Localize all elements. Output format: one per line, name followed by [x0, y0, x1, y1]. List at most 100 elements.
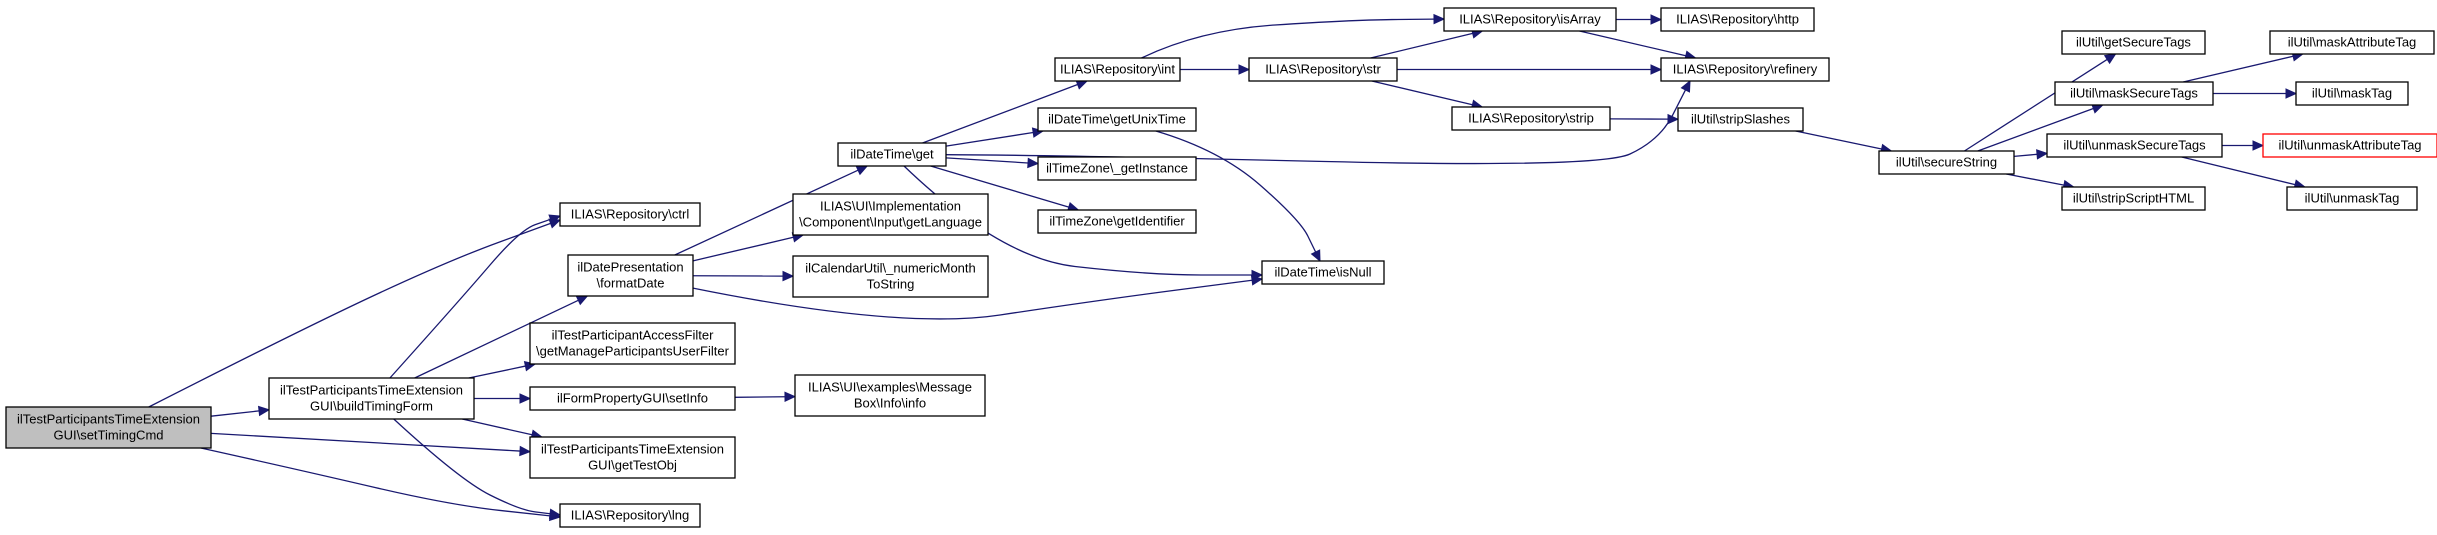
- node-repoCtrl[interactable]: ILIAS\Repository\ctrl: [559, 202, 701, 227]
- node-label: ILIAS\Repository\ctrl: [571, 207, 690, 222]
- edge-unmaskSecureTags-to-unmaskTag: [2181, 156, 2306, 190]
- edge-line: [1579, 30, 1686, 57]
- node-box: [529, 386, 736, 411]
- edge-buildTimingForm-to-accessFilter: [468, 361, 537, 379]
- edge-repoStrip-to-stripSlashes: [1609, 113, 1680, 125]
- node-unixTime[interactable]: ilDateTime\getUnixTime: [1037, 107, 1197, 132]
- node-repoStrip[interactable]: ILIAS\Repository\strip: [1451, 106, 1611, 131]
- arrowhead-icon: [1650, 64, 1663, 75]
- edge-line: [462, 418, 533, 436]
- node-label: ilTestParticipantsTimeExtension: [17, 412, 200, 427]
- edge-line: [148, 222, 551, 408]
- edge-maskSecureTags-to-maskAttributeTag: [2183, 51, 2305, 83]
- node-secureString[interactable]: ilUtil\secureString: [1878, 150, 2015, 175]
- edge-secureString-to-getSecureTags: [1964, 53, 2117, 152]
- node-repoIsArray[interactable]: ILIAS\Repository\isArray: [1443, 7, 1617, 32]
- node-repoLng[interactable]: ILIAS\Repository\lng: [559, 503, 701, 528]
- node-label: ilUtil\maskAttributeTag: [2288, 35, 2417, 50]
- edges-layer: [148, 13, 2306, 522]
- node-label: ilTestParticipantAccessFilter: [552, 328, 714, 343]
- node-formatDate[interactable]: ilDatePresentation\formatDate: [567, 254, 694, 297]
- node-box: [2269, 30, 2435, 55]
- arrowhead-icon: [1027, 157, 1040, 169]
- node-repoRefinery[interactable]: ILIAS\Repository\refinery: [1660, 57, 1830, 82]
- node-label: ilDateTime\isNull: [1274, 265, 1371, 280]
- edge-line: [393, 418, 551, 515]
- node-setInfo[interactable]: ilFormPropertyGUI\setInfo: [529, 386, 736, 411]
- node-maskTag[interactable]: ilUtil\maskTag: [2295, 81, 2409, 106]
- node-box: [1248, 57, 1398, 82]
- node-label: ilUtil\maskSecureTags: [2070, 86, 2198, 101]
- node-isNull[interactable]: ilDateTime\isNull: [1261, 260, 1385, 285]
- node-label: ILIAS\Repository\strip: [1468, 111, 1594, 126]
- node-stripSlashes[interactable]: ilUtil\stripSlashes: [1677, 107, 1804, 132]
- node-unmaskAttributeTag[interactable]: ilUtil\unmaskAttributeTag: [2262, 133, 2437, 158]
- arrowhead-icon: [257, 405, 271, 417]
- node-label: ilFormPropertyGUI\setInfo: [557, 391, 708, 406]
- node-unmaskSecureTags[interactable]: ilUtil\unmaskSecureTags: [2046, 133, 2223, 158]
- node-label: ToString: [867, 277, 915, 292]
- node-label: ilUtil\stripScriptHTML: [2073, 191, 2194, 206]
- node-label: ilTestParticipantsTimeExtension: [280, 383, 463, 398]
- edge-dtGet-to-getInstance: [945, 157, 1040, 169]
- node-unmaskTag[interactable]: ilUtil\unmaskTag: [2286, 186, 2418, 211]
- node-box: [1443, 7, 1617, 32]
- node-box: [2061, 30, 2206, 55]
- edge-line: [1371, 80, 1473, 106]
- node-repoInt[interactable]: ILIAS\Repository\int: [1054, 57, 1181, 82]
- node-getLanguage[interactable]: ILIAS\UI\Implementation\Component\Input\…: [792, 193, 989, 236]
- node-maskAttributeTag[interactable]: ilUtil\maskAttributeTag: [2269, 30, 2435, 55]
- arrowhead-icon: [1238, 64, 1251, 75]
- edge-line: [210, 432, 521, 452]
- edge-setTimingCmd-to-getTestObj: [210, 432, 532, 457]
- edge-buildTimingForm-to-getTestObj: [462, 418, 544, 440]
- node-label: ilDatePresentation: [577, 260, 683, 275]
- node-box: [5, 406, 212, 449]
- node-label: ilUtil\secureString: [1896, 155, 1997, 170]
- edge-line: [1370, 32, 1473, 59]
- node-label: ILIAS\Repository\http: [1676, 12, 1799, 27]
- node-accessFilter[interactable]: ilTestParticipantAccessFilter\getManageP…: [529, 322, 736, 365]
- edge-unmaskSecureTags-to-unmaskAttributeTag: [2222, 140, 2265, 151]
- node-label: ilUtil\maskTag: [2312, 86, 2392, 101]
- arrowhead-icon: [1667, 113, 1680, 125]
- node-repoStr[interactable]: ILIAS\Repository\str: [1248, 57, 1398, 82]
- node-maskSecureTags[interactable]: ilUtil\maskSecureTags: [2054, 81, 2214, 106]
- node-getIdentifier[interactable]: ilTimeZone\getIdentifier: [1037, 209, 1197, 234]
- node-box: [1261, 260, 1385, 285]
- node-stripScriptHTML[interactable]: ilUtil\stripScriptHTML: [2061, 186, 2206, 211]
- edge-formatDate-to-getLanguage: [692, 232, 805, 262]
- edge-setTimingCmd-to-repoLng: [200, 447, 562, 522]
- edge-secureString-to-unmaskSecureTags: [2013, 149, 2049, 160]
- node-dtGet[interactable]: ilDateTime\get: [837, 142, 947, 167]
- node-box: [2061, 186, 2206, 211]
- edge-dtGet-to-unixTime: [945, 127, 1045, 147]
- node-label: ILIAS\Repository\refinery: [1673, 62, 1818, 77]
- node-box: [2295, 81, 2409, 106]
- edge-line: [692, 279, 1253, 320]
- node-repoHttp[interactable]: ILIAS\Repository\http: [1660, 7, 1815, 32]
- node-box: [1054, 57, 1181, 82]
- edge-line: [930, 165, 1069, 208]
- node-label: ilUtil\unmaskAttributeTag: [2278, 138, 2421, 153]
- edge-line: [1155, 130, 1317, 253]
- node-getTestObj[interactable]: ilTestParticipantsTimeExtensionGUI\getTe…: [529, 436, 736, 479]
- edge-line: [945, 89, 1687, 165]
- node-setTimingCmd[interactable]: ilTestParticipantsTimeExtensionGUI\setTi…: [5, 406, 212, 449]
- edge-line: [1964, 58, 2108, 152]
- node-box: [1660, 7, 1815, 32]
- node-box: [794, 374, 986, 417]
- node-box: [1037, 209, 1197, 234]
- edge-repoInt-to-repoIsArray: [1141, 13, 1446, 59]
- edge-formatDate-to-numericMonth: [692, 270, 795, 282]
- node-getInstance[interactable]: ilTimeZone\_getInstance: [1037, 156, 1197, 181]
- node-buildTimingForm[interactable]: ilTestParticipantsTimeExtensionGUI\build…: [268, 377, 475, 420]
- edge-line: [200, 447, 551, 517]
- node-box: [559, 202, 701, 227]
- edge-line: [2006, 173, 2065, 186]
- edge-line: [2013, 153, 2038, 158]
- node-label: ilUtil\unmaskSecureTags: [2063, 138, 2206, 153]
- node-getSecureTags[interactable]: ilUtil\getSecureTags: [2061, 30, 2206, 55]
